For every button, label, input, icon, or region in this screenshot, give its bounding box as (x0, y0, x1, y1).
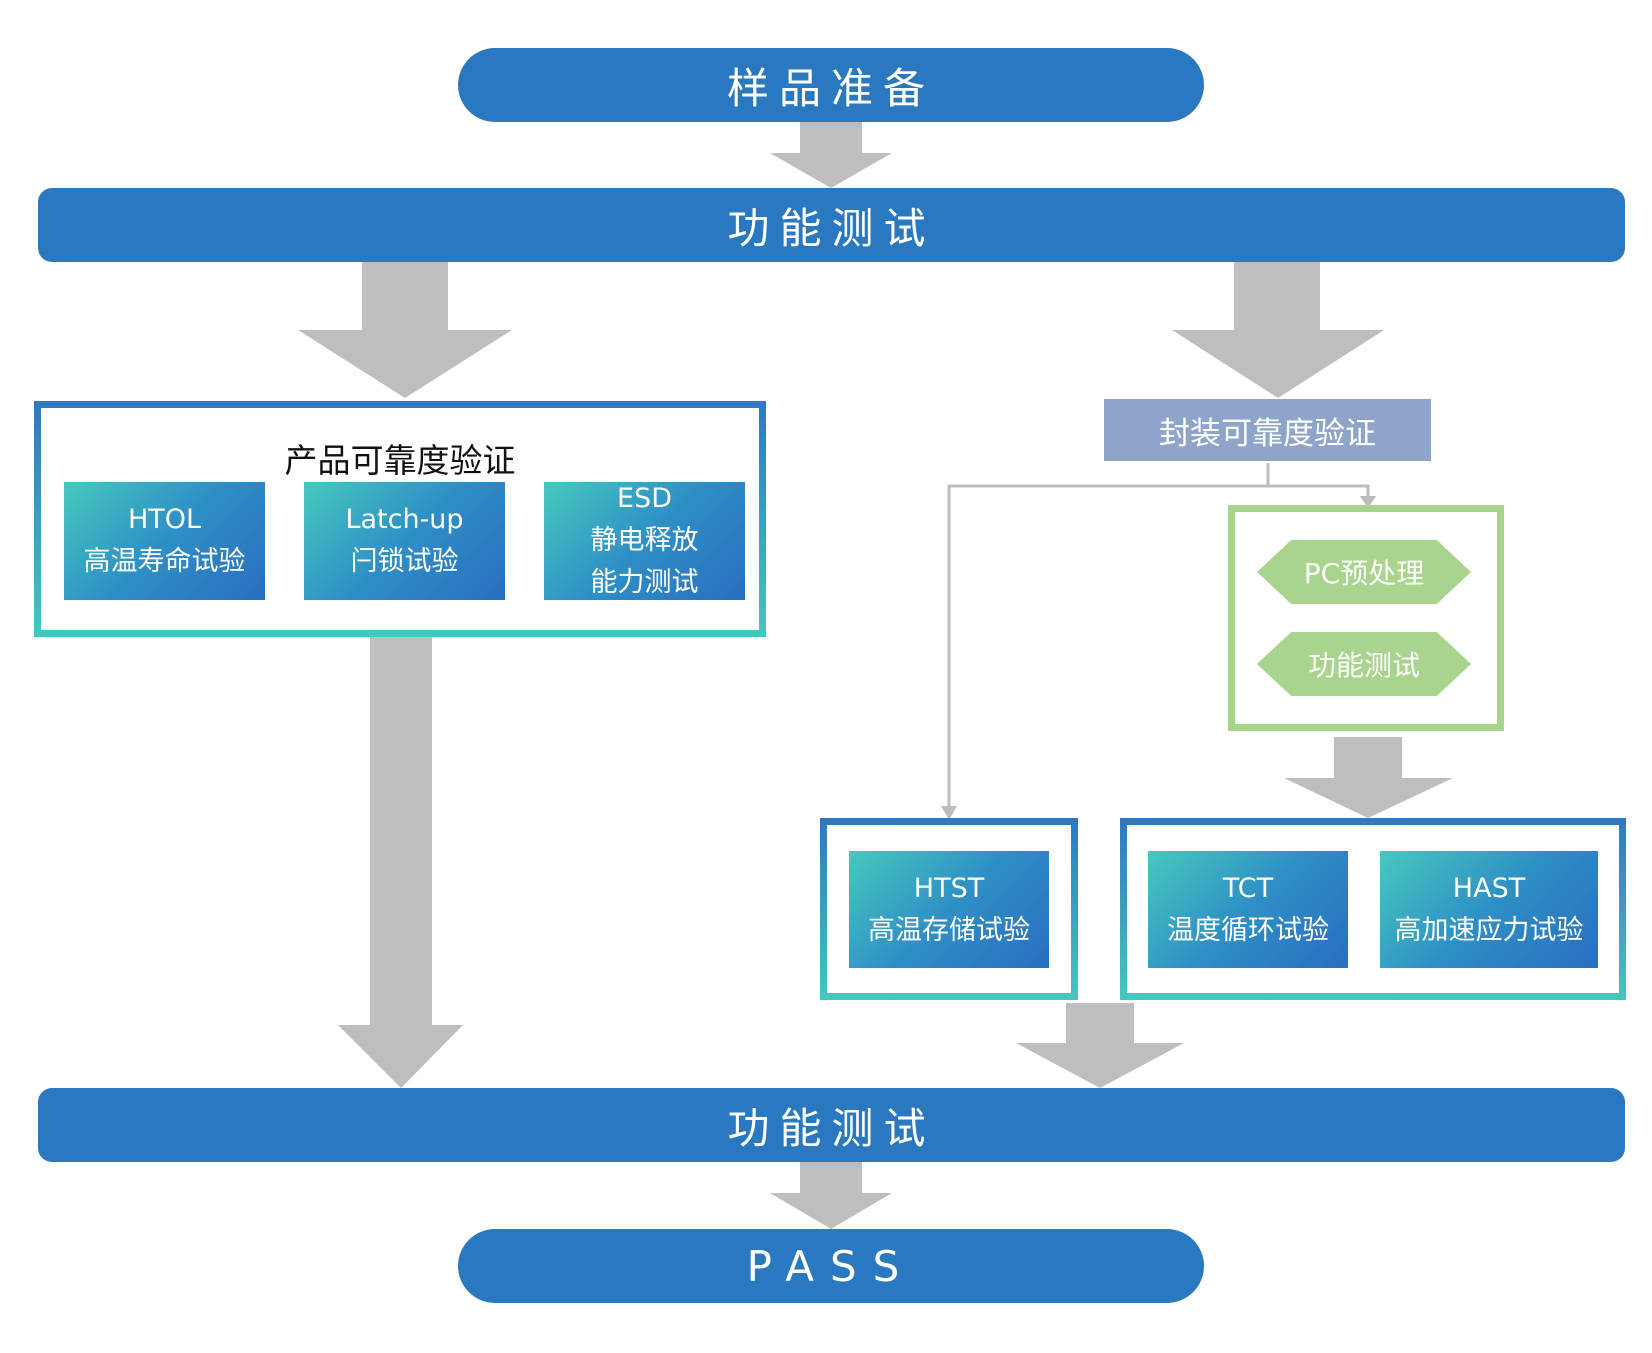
arrow-test-to-product (298, 262, 512, 398)
tile-hast-name: 高加速应力试验 (1394, 914, 1584, 946)
product-reliability-title: 产品可靠度验证 (284, 441, 516, 480)
tile-tct-code: TCT (1222, 872, 1274, 904)
tile-htst-name: 高温存储试验 (868, 914, 1030, 946)
start-label: 样品准备 (726, 63, 935, 113)
function-test-top: 功能测试 (38, 188, 1625, 262)
tile-htol: HTOL 高温寿命试验 (64, 482, 265, 600)
arrow-test-to-package (1172, 262, 1384, 398)
arrow-precondition-to-tests (1284, 737, 1453, 818)
tile-latch-up: Latch-up 闩锁试验 (304, 482, 505, 600)
arrow-product-to-test (338, 636, 463, 1088)
tile-esd: ESD 静电释放 能力测试 (544, 482, 745, 600)
function-test-bottom-label: 功能测试 (727, 1103, 936, 1153)
tile-esd-code: ESD (617, 483, 672, 514)
package-reliability-box: 封装可靠度验证 (1104, 399, 1431, 461)
arrow-start-to-test (770, 122, 892, 188)
arrow-tests-to-test (1016, 1003, 1184, 1088)
tile-tct: TCT 温度循环试验 (1148, 851, 1348, 968)
connector-package-split (947, 463, 1270, 810)
precondition-step-pc-label: PC预处理 (1303, 557, 1425, 590)
tile-hast: HAST 高加速应力试验 (1380, 851, 1598, 968)
tile-htst-code: HTST (913, 872, 985, 904)
end-label: PASS (746, 1241, 916, 1291)
tile-latch-up-code: Latch-up (345, 504, 464, 535)
precondition-step-function-test-label: 功能测试 (1307, 649, 1420, 682)
start-node: 样品准备 (458, 48, 1204, 122)
precondition-step-pc: PC预处理 (1257, 540, 1471, 604)
tile-hast-code: HAST (1452, 872, 1526, 904)
package-reliability-title: 封装可靠度验证 (1159, 415, 1376, 452)
arrow-test-to-pass (770, 1162, 892, 1229)
tile-htol-code: HTOL (127, 504, 202, 535)
end-node: PASS (458, 1229, 1204, 1303)
function-test-bottom: 功能测试 (38, 1088, 1625, 1162)
tile-esd-name: 静电释放 (590, 525, 699, 556)
tile-tct-name: 温度循环试验 (1167, 914, 1329, 946)
connector-package-precondition (1268, 484, 1370, 498)
precondition-step-function-test: 功能测试 (1257, 632, 1471, 696)
tile-esd-name2: 能力测试 (590, 567, 699, 598)
tile-htst: HTST 高温存储试验 (849, 851, 1049, 968)
function-test-top-label: 功能测试 (727, 203, 936, 253)
tile-htol-name: 高温寿命试验 (83, 546, 246, 577)
precondition-frame (1228, 505, 1504, 731)
tile-latch-up-name: 闩锁试验 (350, 546, 459, 577)
